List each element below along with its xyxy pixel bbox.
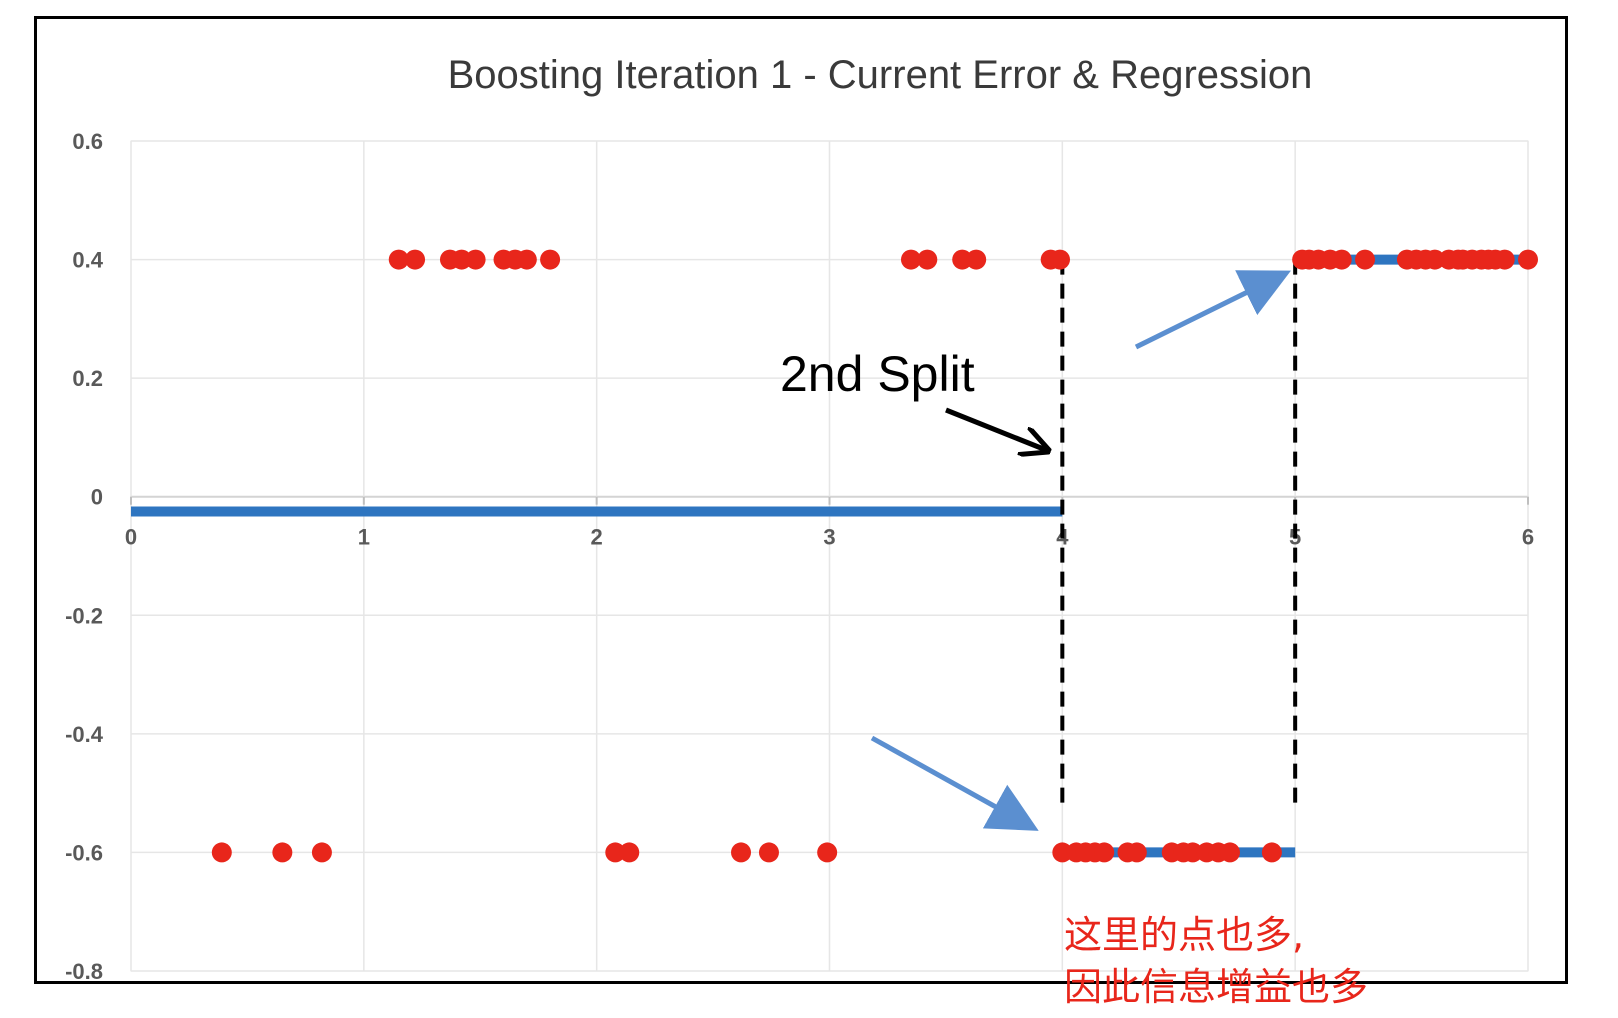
data-point bbox=[1050, 249, 1071, 270]
data-point bbox=[900, 249, 921, 270]
x-tick-label: 3 bbox=[823, 525, 835, 550]
data-point bbox=[966, 249, 987, 270]
data-point bbox=[731, 842, 752, 863]
y-tick-label: 0.6 bbox=[72, 129, 103, 154]
axis-layer: 0.60.40.20-0.2-0.4-0.6-0.80123456 bbox=[65, 129, 1534, 984]
data-point bbox=[1331, 249, 1352, 270]
data-point bbox=[1355, 249, 1376, 270]
split-label: 2nd Split bbox=[780, 346, 975, 402]
note-line-2: 因此信息增益也多 bbox=[1064, 965, 1368, 1009]
data-point bbox=[1261, 842, 1282, 863]
data-point bbox=[1052, 842, 1073, 863]
data-points bbox=[211, 249, 1538, 863]
data-point bbox=[605, 842, 626, 863]
split-lines bbox=[1060, 259, 1298, 811]
lower-arrow bbox=[870, 735, 1039, 831]
data-point bbox=[1094, 842, 1115, 863]
x-tick-label: 2 bbox=[591, 525, 603, 550]
data-point bbox=[211, 842, 232, 863]
data-point bbox=[758, 842, 779, 863]
note-line-1: 这里的点也多, bbox=[1064, 913, 1304, 957]
data-point bbox=[1518, 249, 1538, 270]
data-point bbox=[405, 249, 426, 270]
y-tick-label: -0.8 bbox=[65, 959, 103, 984]
data-point bbox=[1494, 249, 1515, 270]
y-tick-label: -0.6 bbox=[65, 840, 103, 865]
data-point bbox=[619, 842, 640, 863]
data-point bbox=[311, 842, 332, 863]
x-tick-label: 6 bbox=[1522, 525, 1534, 550]
x-tick-label: 0 bbox=[125, 525, 137, 550]
annotations: 2nd Split 这里的点也多, 因此信息增益也多 bbox=[780, 270, 1368, 1009]
data-point bbox=[465, 249, 486, 270]
y-tick-label: 0 bbox=[91, 485, 103, 510]
data-point bbox=[1219, 842, 1240, 863]
split-arrow bbox=[945, 407, 1046, 450]
data-point bbox=[1182, 842, 1203, 863]
data-point bbox=[451, 249, 472, 270]
y-tick-label: -0.2 bbox=[65, 603, 103, 628]
data-point bbox=[952, 249, 973, 270]
y-tick-label: 0.4 bbox=[72, 248, 103, 273]
x-tick-label: 1 bbox=[358, 525, 370, 550]
data-point bbox=[917, 249, 938, 270]
data-point bbox=[516, 249, 537, 270]
data-point bbox=[540, 249, 561, 270]
data-point bbox=[817, 842, 838, 863]
data-point bbox=[272, 842, 293, 863]
data-point bbox=[1424, 249, 1445, 270]
chart-title: Boosting Iteration 1 - Current Error & R… bbox=[448, 53, 1313, 97]
y-tick-label: 0.2 bbox=[72, 366, 103, 391]
data-point bbox=[388, 249, 409, 270]
y-tick-label: -0.4 bbox=[65, 722, 104, 747]
upper-arrow bbox=[1134, 270, 1291, 350]
data-point bbox=[1126, 842, 1147, 863]
